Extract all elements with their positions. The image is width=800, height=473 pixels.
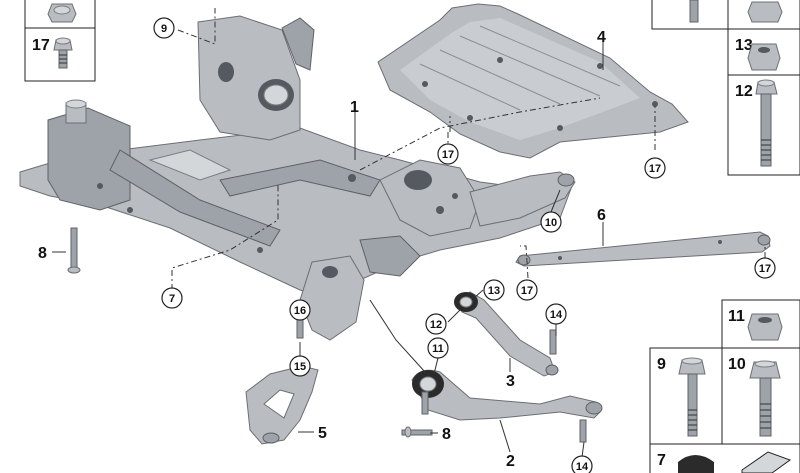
right-panel-number-12: 12	[735, 83, 753, 100]
leader-lines	[52, 8, 766, 458]
callout-17-strut-right: 17	[754, 257, 776, 279]
support-bracket	[245, 365, 319, 445]
flange-bolt-icon	[749, 360, 781, 437]
upper-wishbone	[454, 291, 559, 377]
left-panel-cell-17	[24, 27, 96, 82]
callout-9-number: 9	[161, 23, 167, 35]
callout-8-left: 8	[38, 245, 47, 262]
underbody-panel	[377, 3, 689, 159]
callout-10: 10	[540, 211, 562, 233]
callout-10-number: 10	[545, 217, 557, 229]
panel-cell-9-10	[649, 347, 800, 445]
callout-9: 9	[153, 17, 175, 39]
callout-7-number: 7	[169, 293, 175, 305]
hex-nut-icon	[47, 3, 77, 23]
panel-number-7: 7	[657, 452, 666, 469]
callout-17-panel-right-number: 17	[649, 163, 661, 175]
callout-17-strut-right-number: 17	[759, 263, 771, 275]
callout-17-panel-left-number: 17	[442, 149, 454, 161]
hex-nut-icon	[747, 313, 783, 341]
spacer-icon	[741, 451, 792, 473]
nut-top-icon	[747, 1, 783, 23]
callout-14-lower-number: 14	[576, 461, 589, 473]
callout-11-number: 11	[432, 343, 444, 355]
bolt-8-arm	[401, 426, 433, 438]
bolt-shaft-icon	[689, 0, 699, 23]
callout-17-strut-left: 17	[516, 279, 538, 301]
panel-number-10: 10	[728, 356, 746, 373]
tension-strut	[515, 231, 771, 267]
callout-11: 11	[427, 337, 449, 359]
callout-7: 7	[161, 287, 183, 309]
callout-17-panel-left: 17	[437, 143, 459, 165]
ball-joint-upper	[549, 329, 557, 355]
callout-2: 2	[506, 453, 515, 470]
ball-joint-lower	[579, 419, 587, 443]
right-panel-number-13: 13	[735, 37, 753, 54]
right-panel-cell-12	[727, 74, 800, 176]
right-panel-cell-top	[651, 0, 800, 30]
panel-cell-7	[649, 443, 800, 473]
hex-bolt-icon	[678, 357, 706, 437]
long-bolt-icon	[755, 79, 778, 167]
rubber-buffer-icon	[678, 455, 714, 473]
callout-4: 4	[597, 29, 606, 46]
callout-5: 5	[318, 425, 327, 442]
callout-17-strut-left-number: 17	[521, 285, 533, 297]
callout-13: 13	[483, 279, 505, 301]
callout-15-number: 15	[294, 361, 306, 373]
callout-14-upper-number: 14	[550, 309, 563, 321]
bolt-with-washer-icon	[53, 37, 73, 69]
callout-17-panel-right: 17	[644, 157, 666, 179]
right-parts-panel: 13 12	[651, 0, 800, 176]
stud-15-16	[296, 317, 304, 339]
left-panel-number-17: 17	[32, 37, 50, 54]
panel-number-9: 9	[657, 356, 666, 373]
bottom-right-parts-panel: 11 9 10 7	[649, 299, 800, 473]
panel-number-11: 11	[728, 308, 745, 325]
callout-12: 12	[425, 313, 447, 335]
lower-control-arm	[411, 369, 603, 421]
callout-3: 3	[506, 373, 515, 390]
callout-1: 1	[350, 99, 359, 116]
callout-16-number: 16	[294, 305, 306, 317]
callout-8-arm: 8	[442, 426, 451, 443]
callout-14-lower: 14	[571, 455, 593, 473]
callout-16: 16	[289, 299, 311, 321]
callout-13-number: 13	[488, 285, 500, 297]
callout-6: 6	[597, 207, 606, 224]
bolt-8-left	[67, 227, 81, 274]
collar-nut-icon	[747, 43, 781, 71]
callout-14-upper: 14	[545, 303, 567, 325]
callout-12-number: 12	[430, 319, 442, 331]
bolt-11	[421, 391, 429, 415]
left-parts-panel: 17	[24, 0, 96, 82]
callout-15: 15	[289, 355, 311, 377]
axle-subframe	[19, 15, 576, 341]
